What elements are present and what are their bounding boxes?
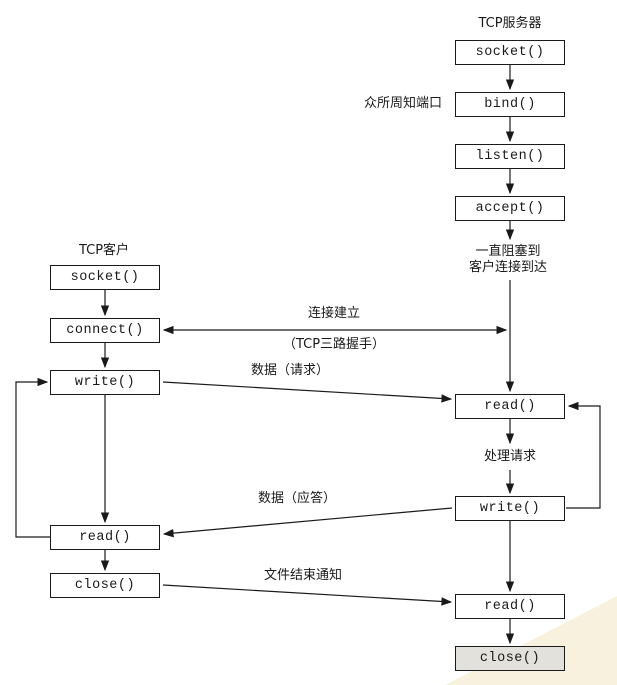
server-listen-box: listen() xyxy=(455,144,565,169)
client-title: TCP客户 xyxy=(78,242,130,258)
eof-notice-label: 文件结束通知 xyxy=(263,567,343,583)
block-until-line2: 客户连接到达 xyxy=(468,260,548,275)
client-write-box: write() xyxy=(50,370,160,395)
arrow-server-loop-write-to-read xyxy=(566,401,601,509)
block-until-line1: 一直阻塞到 xyxy=(475,243,541,259)
server-close-box: close() xyxy=(455,646,565,671)
well-known-port-label: 众所周知端口 xyxy=(363,95,443,111)
client-close-box: close() xyxy=(50,573,160,598)
arrow-eof-notice xyxy=(162,584,453,606)
arrow-data-reply xyxy=(162,507,453,538)
arrow-client-loop-read-to-write xyxy=(15,377,50,538)
server-accept-box: accept() xyxy=(455,196,565,221)
data-reply-label: 数据（应答） xyxy=(257,490,337,506)
server-bind-box: bind() xyxy=(455,92,565,117)
client-socket-box: socket() xyxy=(50,265,160,290)
client-connect-box: connect() xyxy=(50,318,160,343)
process-request-label: 处理请求 xyxy=(483,448,537,464)
handshake-label-line2: （TCP三路握手） xyxy=(282,336,386,352)
server-socket-box: socket() xyxy=(455,40,565,65)
data-request-label: 数据（请求） xyxy=(250,362,330,378)
client-read-box: read() xyxy=(50,525,160,550)
server-title: TCP服务器 xyxy=(478,15,542,31)
server-write-box: write() xyxy=(455,496,565,521)
server-read-eof-box: read() xyxy=(455,594,565,619)
arrow-data-request xyxy=(162,381,453,403)
block-until-label: 一直阻塞到 客户连接到达 xyxy=(469,244,547,277)
handshake-label-line1: 连接建立 xyxy=(307,305,361,321)
server-read-request-box: read() xyxy=(455,394,565,419)
